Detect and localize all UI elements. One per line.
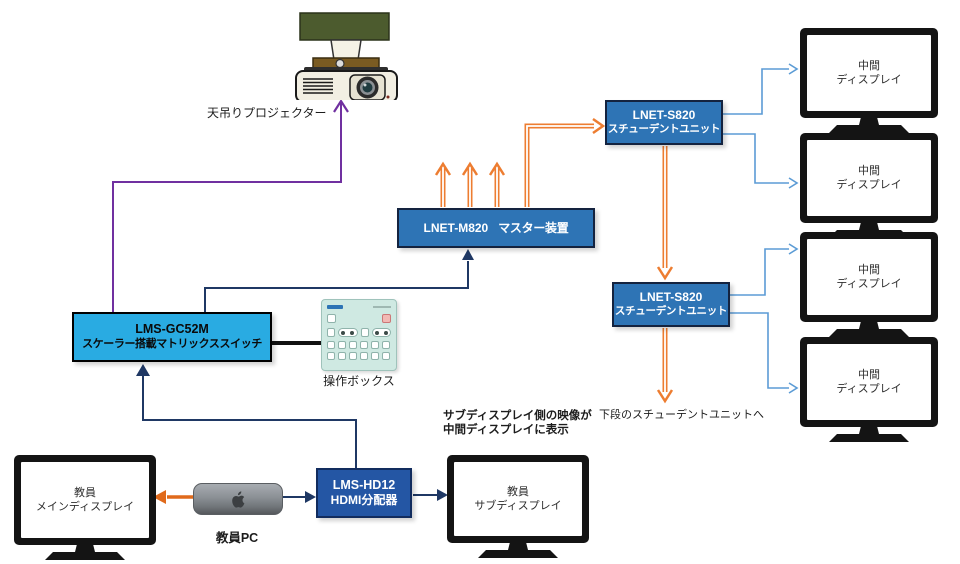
display-text: ディスプレイ <box>836 74 902 86</box>
connector-pc-to-splitter <box>282 491 316 503</box>
connector-switch-to-master <box>204 249 474 312</box>
display-text: サブディスプレイ <box>474 500 562 512</box>
connector-student2-to-display4 <box>730 312 799 394</box>
connector-student1-to-display1 <box>723 63 799 115</box>
matrix-switch-box: LMS-GC52M スケーラー搭載マトリックススイッチ <box>72 312 272 362</box>
master-unit-name: マスター装置 <box>498 220 569 235</box>
intermediate-display-1: 中間 ディスプレイ <box>800 28 938 133</box>
display-text: 教員 <box>507 485 529 498</box>
intermediate-display-4: 中間 ディスプレイ <box>800 337 938 442</box>
student-unit-1-box: LNET-S820 スチューデントユニット <box>605 100 723 145</box>
display-text: 中間 <box>858 164 880 177</box>
connector-splitter-to-switch <box>136 364 357 468</box>
connector-student1-to-student2 <box>656 146 674 281</box>
teacher-main-display: 教員 メインディスプレイ <box>14 455 156 560</box>
sub-display-note: サブディスプレイ側の映像が 中間ディスプレイに表示 <box>443 409 592 437</box>
ceiling-projector-illustration <box>295 12 398 100</box>
control-box-illustration <box>321 299 397 371</box>
student-unit-1-name: スチューデントユニット <box>607 123 721 136</box>
display-text: 中間 <box>858 59 880 72</box>
master-unit-model: LNET-M820 <box>423 220 489 235</box>
intermediate-display-3: 中間 ディスプレイ <box>800 232 938 337</box>
student-unit-2-model: LNET-S820 <box>639 290 703 305</box>
projector-label: 天吊りプロジェクター <box>207 106 327 120</box>
hdmi-splitter-name: HDMI分配器 <box>330 493 398 508</box>
apple-logo-icon <box>232 491 245 508</box>
display-text: ディスプレイ <box>836 383 902 395</box>
connector-pc-to-maindisplay <box>153 490 194 504</box>
to-lower-unit-label: 下段のスチューデントユニットへ <box>599 409 764 421</box>
connector-student1-to-display2 <box>723 133 799 189</box>
teacher-pc-illustration <box>193 483 283 515</box>
display-text: 中間 <box>858 263 880 276</box>
teacher-pc-label: 教員PC <box>215 531 259 545</box>
control-box-label: 操作ボックス <box>323 374 395 388</box>
display-text: ディスプレイ <box>836 278 902 290</box>
connector-student2-to-lower <box>656 328 674 404</box>
student-unit-2-name: スチューデントユニット <box>614 305 728 318</box>
hdmi-splitter-model: LMS-HD12 <box>332 477 396 492</box>
hdmi-splitter-box: LMS-HD12 HDMI分配器 <box>316 468 412 518</box>
student-unit-2-box: LNET-S820 スチューデントユニット <box>612 282 730 327</box>
display-text: メインディスプレイ <box>35 501 135 513</box>
matrix-switch-name: スケーラー搭載マトリックススイッチ <box>82 337 262 350</box>
teacher-sub-display: 教員 サブディスプレイ <box>447 455 589 558</box>
intermediate-display-2: 中間 ディスプレイ <box>800 133 938 238</box>
sub-display-note-line2: 中間ディスプレイに表示 <box>443 424 569 436</box>
master-unit-box: LNET-M820 マスター装置 <box>397 208 595 248</box>
display-text: 中間 <box>858 368 880 381</box>
student-unit-1-model: LNET-S820 <box>632 108 696 123</box>
display-text: 教員 <box>74 486 96 499</box>
display-text: ディスプレイ <box>836 179 902 191</box>
connector-switch-to-projector <box>112 98 349 312</box>
connector-master-to-student1 <box>524 117 606 207</box>
connector-student2-to-display3 <box>730 243 799 296</box>
sub-display-note-line1: サブディスプレイ側の映像が <box>443 410 592 422</box>
control-box-logo <box>327 305 343 309</box>
connector-master-up-arrows <box>434 161 506 207</box>
connector-splitter-to-subdisplay <box>413 489 448 501</box>
matrix-switch-model: LMS-GC52M <box>135 322 209 337</box>
